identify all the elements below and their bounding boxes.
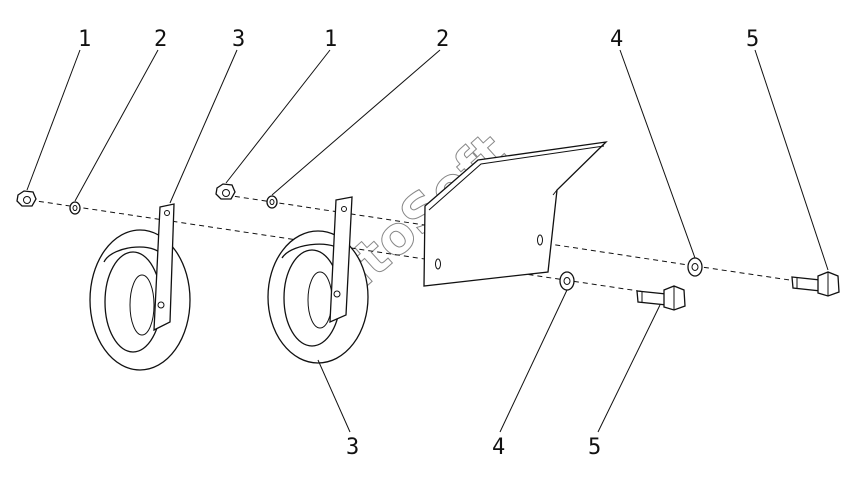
callout-top-5: 2 [436,27,449,52]
callout-top-4: 1 [324,27,337,52]
mounting-bracket [423,141,608,287]
nut-middle [215,183,236,200]
nut-left [16,190,37,207]
callout-bottom-2: 4 [492,435,505,460]
horn-middle [267,196,369,364]
callout-top-6: 4 [610,27,623,52]
washer-upper [687,257,703,277]
callout-top-7: 5 [746,27,759,52]
callout-bottom-1: 3 [346,435,359,460]
washer-middle [266,195,278,209]
callout-bottom-3: 5 [588,435,601,460]
bolt-lower [636,285,686,311]
leader-lines [26,49,829,433]
callout-top-2: 2 [154,27,167,52]
washer-left [69,201,81,215]
bolt-upper [791,271,840,297]
callout-top-3: 3 [232,27,245,52]
callout-top-1: 1 [78,27,91,52]
washer-lower [559,271,575,291]
horn-left [89,203,191,371]
